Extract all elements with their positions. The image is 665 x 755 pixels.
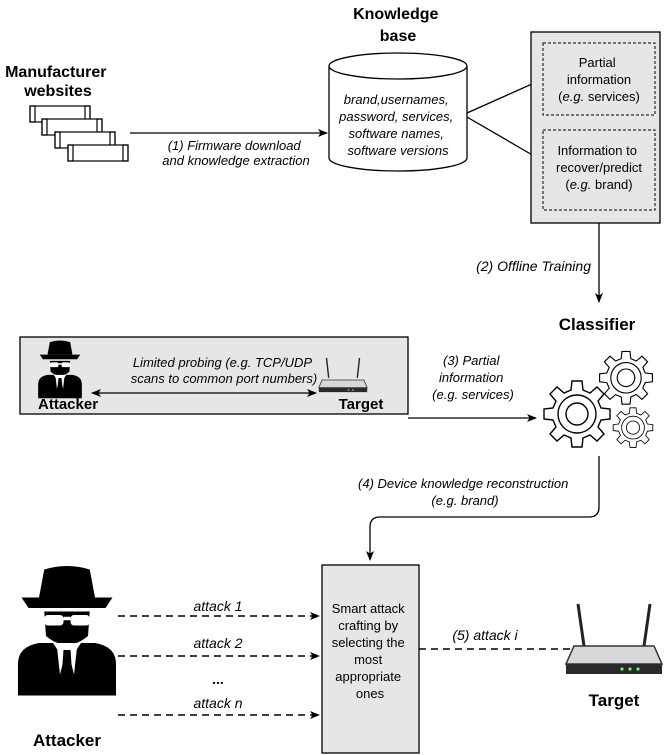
knowledge-base-title: Knowledge base <box>353 6 443 45</box>
partial-information-text: Partial information <box>567 55 631 87</box>
step1-label: (1) Firmware download and knowledge extr… <box>162 138 309 168</box>
attacker-spy-icon-large <box>18 566 116 696</box>
smart-attack-text: Smart attack crafting by selecting the m… <box>332 601 409 701</box>
target-label-large: Target <box>589 691 640 710</box>
step4-label: (4) Device knowledge reconstruction (e.g… <box>358 476 572 508</box>
probing-text: Limited probing (e.g. TCP/UDP scans to c… <box>131 355 317 386</box>
arrow-knowledge-reconstruction <box>366 456 600 561</box>
classifier-title: Classifier <box>559 315 636 334</box>
attacker-label-small: Attacker <box>38 396 98 413</box>
attack-2-label: attack 2 <box>193 635 242 651</box>
attack-1-label: attack 1 <box>193 598 242 614</box>
target-label-small: Target <box>339 396 384 413</box>
recover-information-box <box>542 129 656 211</box>
classifier-gears-icon <box>543 350 654 448</box>
knowledge-base-cylinder <box>328 52 468 172</box>
step2-label: (2) Offline Training <box>476 258 591 274</box>
target-router-icon-small <box>318 357 368 393</box>
partial-information-box <box>542 42 656 116</box>
recover-information-example: (e.g. brand) <box>565 177 632 192</box>
smart-attack-box <box>321 564 420 754</box>
target-router-icon-large <box>564 603 664 674</box>
attack-ellipsis-label: ... <box>212 671 224 687</box>
partial-information-example: (e.g. services) <box>558 89 640 104</box>
attacker-label-large: Attacker <box>33 731 101 750</box>
arrow-to-recover <box>466 116 542 161</box>
websites-icon <box>29 105 129 162</box>
probing-box <box>19 336 409 415</box>
manufacturer-title: Manufacturer websites <box>5 64 111 100</box>
attack-n-label: attack n <box>193 695 242 711</box>
step3-label: (3) Partial information (e.g. services) <box>432 353 514 402</box>
recover-information-text: Information to recover/predict <box>556 143 642 175</box>
arrow-to-partial <box>466 79 542 114</box>
step5-label: (5) attack i <box>452 627 518 643</box>
knowledge-base-items: brand,usernames, password, services, sof… <box>338 92 457 158</box>
